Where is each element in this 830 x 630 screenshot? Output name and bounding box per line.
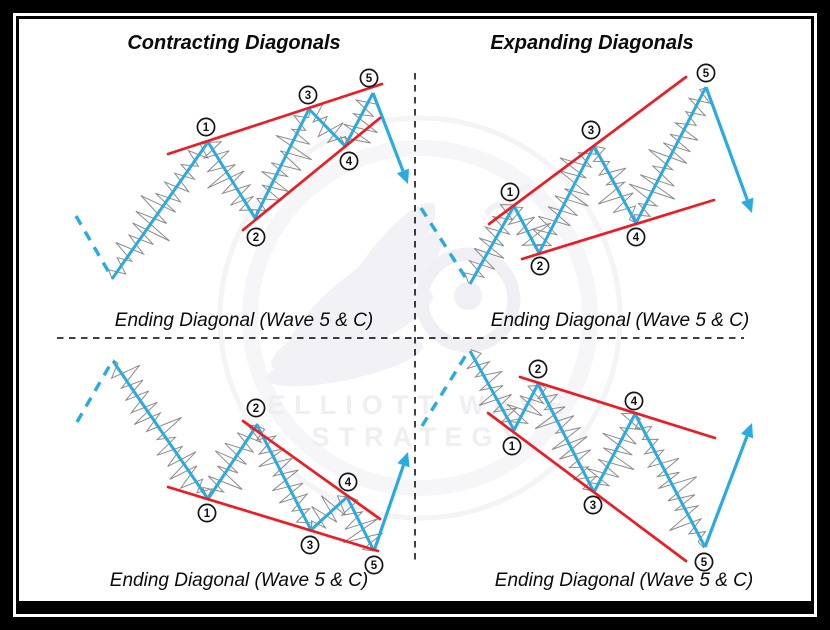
trendline [166, 82, 384, 156]
wave-label-circle [298, 85, 318, 105]
wave-path [468, 86, 708, 285]
watermark-logo [217, 115, 623, 521]
wave-label-circle [696, 63, 716, 83]
watermark-crown [483, 183, 531, 216]
wave-label-number: 4 [633, 232, 640, 244]
wave-label-circle [626, 227, 646, 247]
trendline [520, 198, 716, 261]
watermark-bird-eye [454, 282, 482, 310]
wave-label-number: 1 [203, 122, 210, 134]
wave-label-circle [624, 391, 644, 411]
wave-label-number: 3 [590, 500, 596, 512]
wave-label-number: 1 [507, 187, 514, 199]
wave-label-circle [246, 227, 266, 247]
column-title-expanding: Expanding Diagonals [490, 32, 694, 54]
lead-in-dashed-line [420, 354, 468, 427]
trendline [241, 419, 382, 521]
wave-label-circle [359, 68, 379, 88]
wave-label-number: 2 [537, 261, 543, 273]
lead-in-dashed-line [75, 364, 112, 423]
wave-label-number: 2 [253, 232, 259, 244]
wave-label-circle [338, 472, 358, 492]
wave-label-number: 4 [345, 477, 352, 489]
wave-label-circle [502, 436, 522, 456]
price-noise [463, 87, 711, 284]
trendline [486, 411, 688, 563]
terminal-arrow-head [741, 197, 754, 213]
panel-caption-bottom-right: Ending Diagonal (Wave 5 & C) [494, 570, 754, 591]
terminal-arrow-shaft [704, 86, 749, 201]
panel-contracting-ending-diagonal-up: 1 2 3 4 5 [74, 68, 409, 280]
terminal-arrow-head [397, 452, 410, 468]
panel-contracting-ending-diagonal-down: 1 2 3 4 5 [75, 359, 410, 575]
wave-label-number: 3 [588, 125, 594, 137]
watermark-bird-body [415, 247, 521, 353]
watermark-outer-ring [217, 115, 623, 521]
wave-path [468, 350, 707, 548]
wave-label-number: 1 [204, 508, 211, 520]
wave-label-number: 4 [631, 396, 638, 408]
wave-label-number: 5 [701, 557, 708, 569]
price-noise [107, 93, 378, 280]
panel-caption-top-right: Ending Diagonal (Wave 5 & C) [490, 310, 750, 331]
lead-in-dashed-line [74, 215, 113, 277]
wave-label-number: 3 [307, 540, 313, 552]
wave-label-circle [364, 555, 384, 575]
trendline [241, 116, 382, 232]
watermark-inner-ring [242, 140, 598, 496]
wave-label-number: 2 [253, 403, 259, 415]
wave-label-circle [197, 503, 217, 523]
wave-label-circle [581, 120, 601, 140]
wave-path [110, 92, 375, 280]
terminal-arrow-shaft [703, 435, 749, 548]
panel-caption-top-left: Ending Diagonal (Wave 5 & C) [114, 310, 374, 331]
wave-label-circle [196, 117, 216, 137]
price-noise [110, 359, 384, 552]
wave-label-circle [500, 182, 520, 202]
wave-label-number: 5 [366, 73, 373, 85]
wave-label-number: 3 [305, 90, 311, 102]
wave-label-circle [246, 398, 266, 418]
wave-label-circle [530, 256, 550, 276]
panel-expanding-ending-diagonal-up: 1 2 3 4 5 [419, 63, 754, 285]
trendline [166, 485, 380, 553]
wave-label-circle [339, 151, 359, 171]
wave-label-number: 4 [346, 156, 353, 168]
wave-path [111, 360, 376, 552]
lead-in-dashed-line [419, 207, 469, 281]
wave-label-number: 2 [535, 364, 541, 376]
terminal-arrow-head [741, 423, 754, 439]
terminal-arrow-shaft [372, 464, 405, 552]
wave-label-circle [694, 552, 714, 572]
wave-label-number: 5 [371, 560, 378, 572]
terminal-arrow-shaft [371, 92, 405, 172]
watermark-text-line2: STRATEGY [311, 422, 528, 452]
wave-label-number: 1 [509, 441, 516, 453]
terminal-arrow-head [396, 168, 409, 184]
panel-caption-bottom-left: Ending Diagonal (Wave 5 & C) [109, 570, 369, 591]
panel-expanding-ending-diagonal-down: 1 2 3 4 5 [420, 349, 754, 572]
wave-label-circle [583, 495, 603, 515]
watermark-wing [266, 202, 443, 387]
wave-label-number: 5 [703, 68, 710, 80]
trendline [518, 375, 717, 440]
column-title-contracting: Contracting Diagonals [127, 32, 341, 54]
wave-label-circle [300, 535, 320, 555]
wave-panels: 1 2 3 4 5 1 2 3 4 5 1 2 3 4 5 1 2 3 4 5 [74, 63, 754, 575]
trendline [487, 75, 688, 226]
wave-label-circle [528, 359, 548, 379]
